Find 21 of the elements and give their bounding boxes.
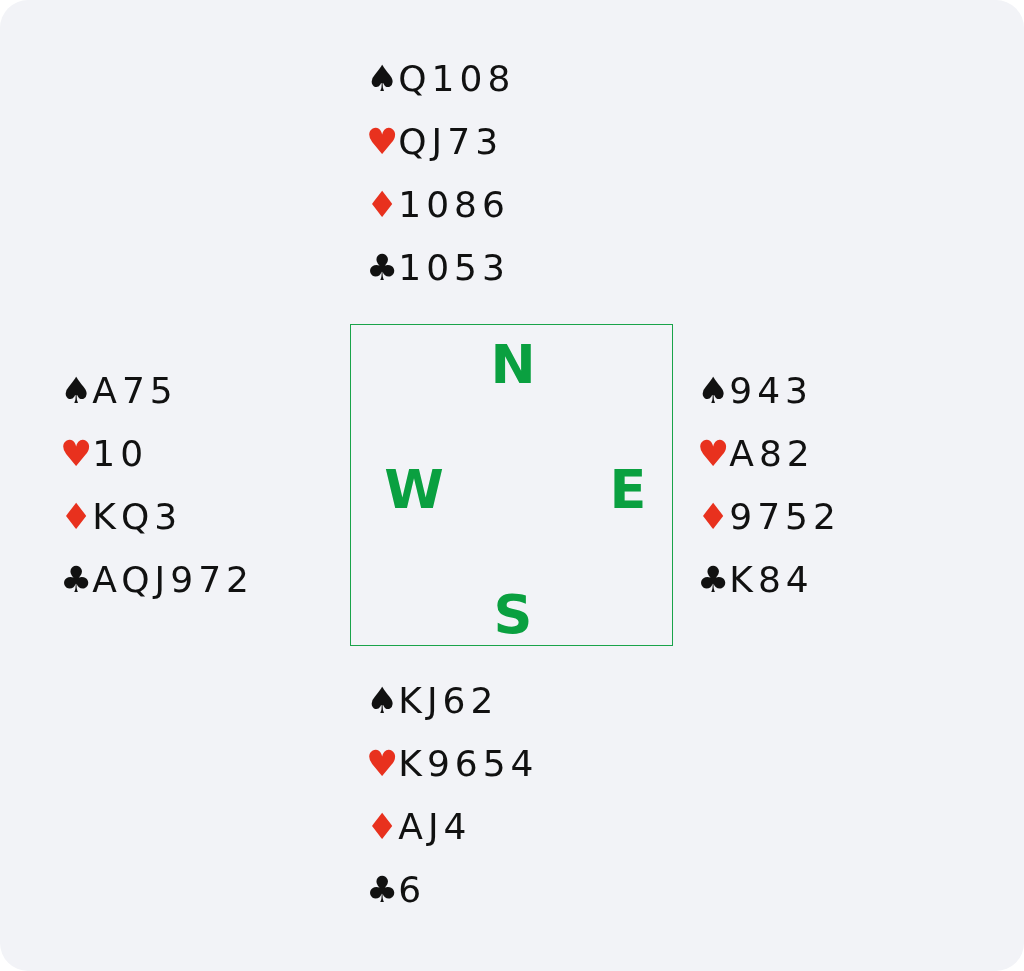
direction-letter: N — [490, 335, 536, 395]
card-holding-text: ♥QJ73 — [366, 121, 504, 163]
card-holding-text: ♥K9654 — [366, 743, 539, 785]
card-holding-text: ♠943 — [697, 370, 813, 412]
card-holding-text: ♠Q108 — [366, 58, 516, 100]
card-holding-text: ♠KJ62 — [366, 680, 499, 722]
direction-letter: E — [609, 460, 647, 520]
card-holding-text: ♦AJ4 — [366, 806, 472, 848]
card-holding-text: ♦1086 — [366, 184, 510, 226]
card-holding-text: ♥10 — [60, 433, 149, 475]
card-holding-text: ♣AQJ972 — [60, 559, 254, 601]
card-holding-text: ♦9752 — [697, 496, 841, 538]
direction-letter: S — [493, 585, 533, 645]
card-holding-text: ♣6 — [366, 869, 427, 911]
card-holding-text: ♠A75 — [60, 370, 178, 412]
compass-box — [350, 324, 673, 646]
card-holding-text: ♦KQ3 — [60, 496, 183, 538]
card-holding-text: ♥A82 — [697, 433, 815, 475]
direction-letter: W — [384, 460, 444, 520]
card-holding-text: ♣K84 — [697, 559, 814, 601]
card-holding-text: ♣1053 — [366, 247, 510, 289]
